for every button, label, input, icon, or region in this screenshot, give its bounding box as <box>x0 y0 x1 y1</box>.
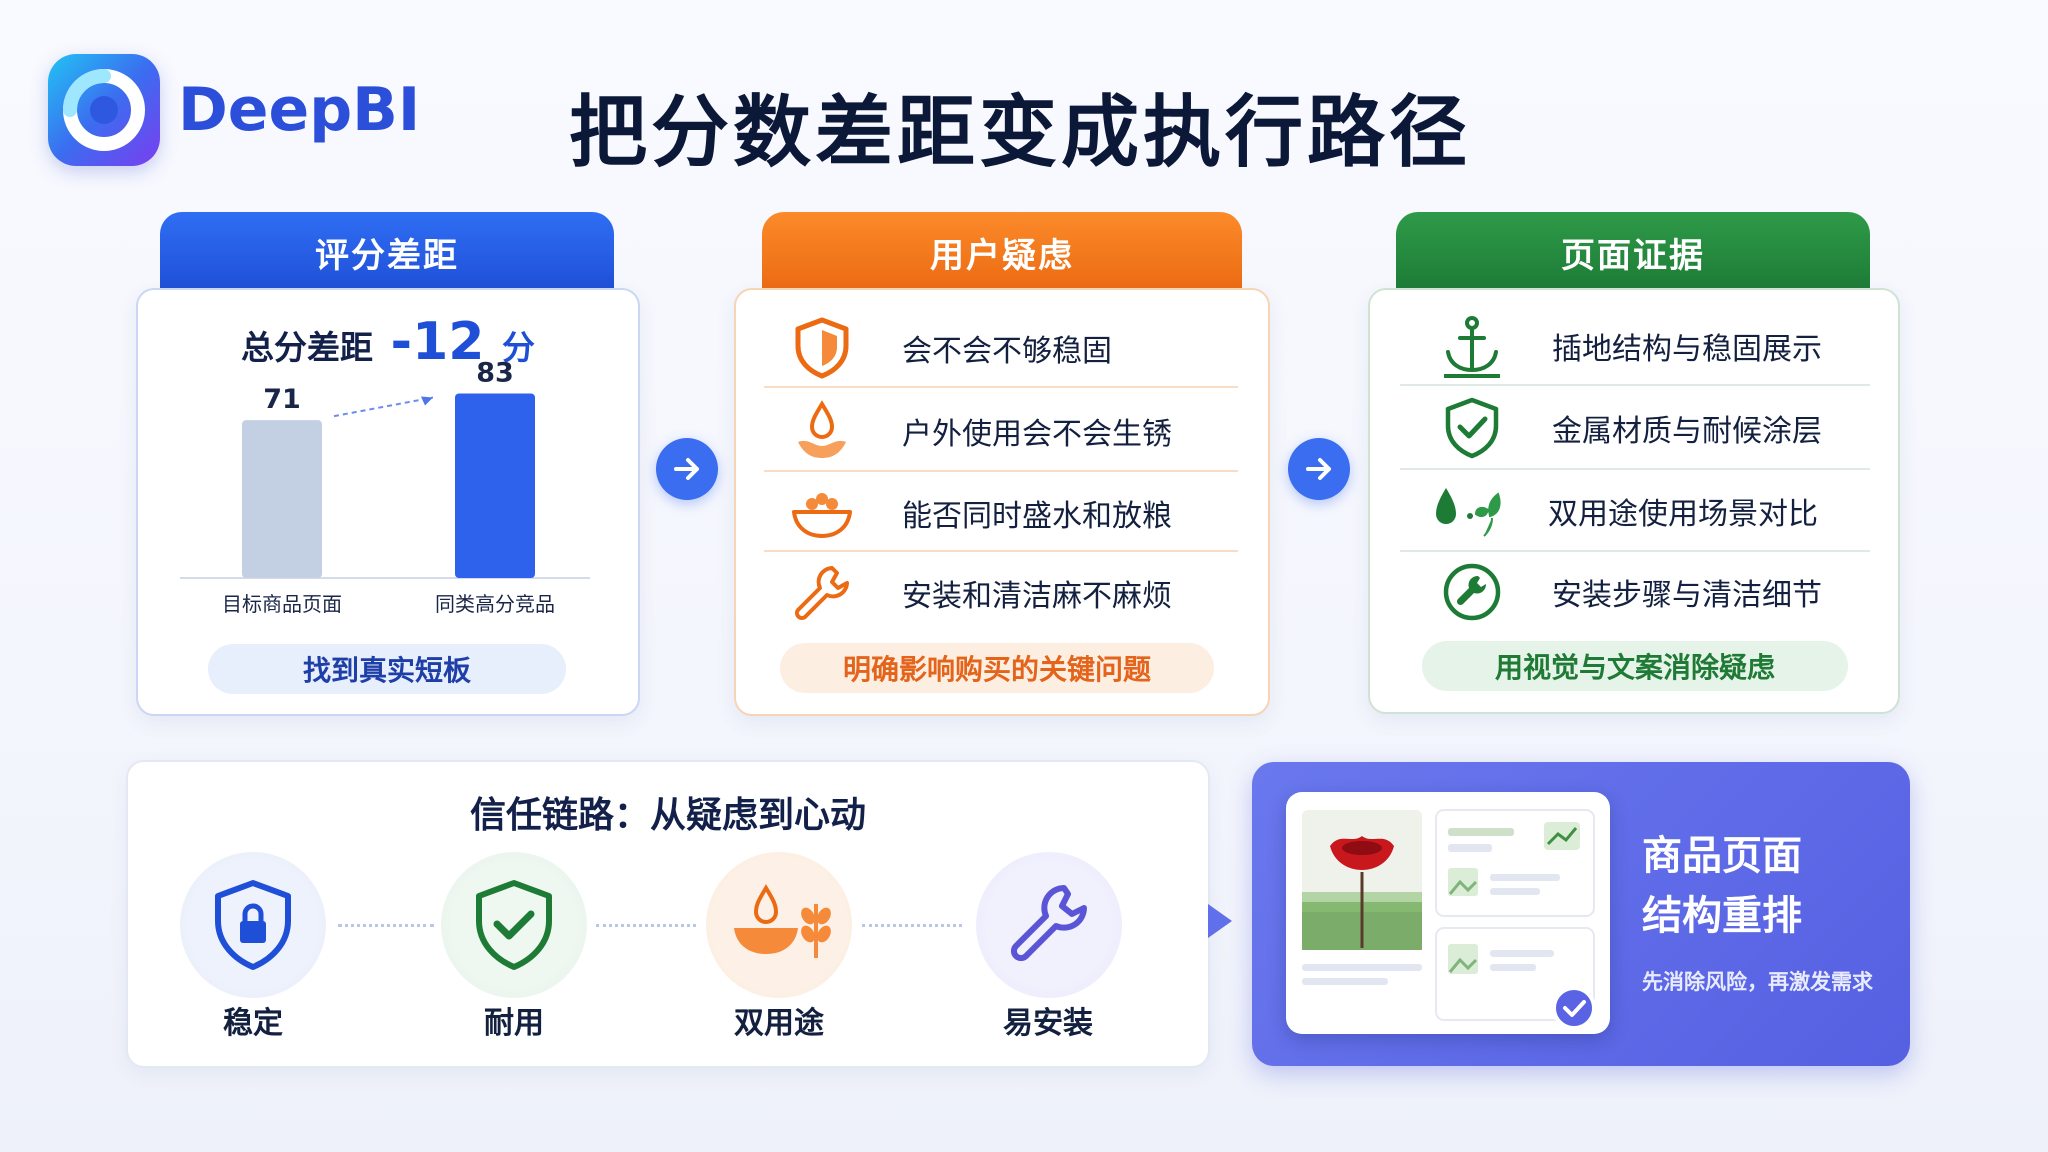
evidence-label: 安装步骤与清洁细节 <box>1552 578 1822 613</box>
anchor-icon <box>1444 316 1500 378</box>
connector-line <box>862 924 962 927</box>
bar-0 <box>242 420 322 578</box>
bar-value-label: 83 <box>476 357 514 388</box>
score-gap-header: 评分差距 <box>160 212 614 292</box>
wrench-circle-icon <box>1443 563 1501 621</box>
divider <box>764 550 1238 552</box>
evidence-item: 双用途使用场景对比 <box>1430 480 1818 542</box>
evidence-label: 双用途使用场景对比 <box>1548 497 1818 532</box>
category-label: 目标商品页面 <box>222 592 342 616</box>
result-title: 商品页面 结构重排 <box>1642 826 1802 946</box>
water-bowl-grain-icon <box>734 884 831 958</box>
divider <box>1400 384 1870 386</box>
bar-1 <box>455 393 535 578</box>
page-evidence-header: 页面证据 <box>1396 212 1870 292</box>
trend-arrow-line <box>333 396 434 418</box>
concern-item: 会不会不够稳固 <box>788 316 1112 380</box>
concern-label: 会不会不够稳固 <box>902 334 1112 369</box>
arrow-right-icon <box>1148 904 1232 938</box>
gap-prefix: 总分差距 <box>241 328 374 367</box>
evidence-label: 金属材质与耐候涂层 <box>1552 414 1822 449</box>
trust-chain-title: 信任链路：从疑虑到心动 <box>469 795 866 836</box>
evidence-item: 插地结构与稳固展示 <box>1436 314 1822 378</box>
deepbi-logo-icon <box>48 54 160 166</box>
trust-step-label: 耐用 <box>484 1006 544 1041</box>
evidence-item: 金属材质与耐候涂层 <box>1436 396 1822 460</box>
concern-label: 户外使用会不会生锈 <box>902 417 1172 452</box>
trend-arrow-head <box>421 396 433 406</box>
result-subtitle: 先消除风险，再激发需求 <box>1642 970 1873 994</box>
flow-arrow-2 <box>1288 438 1350 500</box>
shield-lock-icon <box>215 880 291 970</box>
divider <box>1400 550 1870 552</box>
arrow-right-icon <box>674 458 699 480</box>
concern-item: 能否同时盛水和放粮 <box>788 482 1172 544</box>
connector-line <box>338 924 434 927</box>
category-label: 同类高分竞品 <box>435 592 555 616</box>
user-concerns-footer: 明确影响购买的关键问题 <box>780 643 1214 693</box>
bowl-icon <box>792 493 852 538</box>
page-layout-illustration <box>1302 809 1596 1030</box>
arrow-right-icon <box>1306 458 1331 480</box>
divider <box>764 386 1238 388</box>
score-gap-footer: 找到真实短板 <box>208 644 566 694</box>
trust-step-stable <box>180 852 326 998</box>
trust-step-dual-use <box>706 852 852 998</box>
concern-item: 安装和清洁麻不麻烦 <box>788 562 1172 624</box>
shield-check-icon <box>1445 397 1499 459</box>
brand-logo: DeepBI <box>48 54 420 166</box>
result-title-line1: 商品页面 <box>1642 833 1802 879</box>
user-concerns-header: 用户疑虑 <box>762 212 1242 292</box>
concern-label: 能否同时盛水和放粮 <box>902 499 1172 534</box>
score-gap-summary: 总分差距 -12 分 <box>136 312 640 372</box>
divider <box>1400 468 1870 470</box>
result-title-line2: 结构重排 <box>1642 893 1802 939</box>
page-mockup <box>1286 792 1610 1034</box>
flow-arrow-1 <box>656 438 718 500</box>
water-leaf-icon <box>1436 488 1501 537</box>
divider <box>764 470 1238 472</box>
gap-unit: 分 <box>501 328 535 367</box>
shield-icon <box>795 317 849 379</box>
trust-step-label: 易安装 <box>1003 1006 1093 1041</box>
gap-value: -12 <box>390 312 485 372</box>
connector-line <box>596 924 696 927</box>
trust-step-easy-install <box>976 852 1122 998</box>
page-evidence-footer: 用视觉与文案消除疑虑 <box>1422 641 1848 691</box>
water-drop-hand-icon <box>798 400 846 458</box>
wrench-icon <box>1010 885 1087 962</box>
wrench-icon <box>795 566 849 620</box>
bar-value-label: 71 <box>263 384 301 415</box>
trust-step-label: 稳定 <box>223 1006 283 1041</box>
trust-step-durable <box>441 852 587 998</box>
concern-label: 安装和清洁麻不麻烦 <box>902 579 1172 614</box>
brand-name: DeepBI <box>178 75 421 145</box>
page-title: 把分数差距变成执行路径 <box>568 88 1471 178</box>
trust-step-label: 双用途 <box>734 1006 824 1041</box>
evidence-label: 插地结构与稳固展示 <box>1552 332 1822 367</box>
score-bar-chart: 71 目标商品页面 83 同类高分竞品 <box>180 357 590 616</box>
shield-check-icon <box>476 880 552 970</box>
concern-item: 户外使用会不会生锈 <box>788 398 1172 464</box>
evidence-item: 安装步骤与清洁细节 <box>1436 560 1822 624</box>
